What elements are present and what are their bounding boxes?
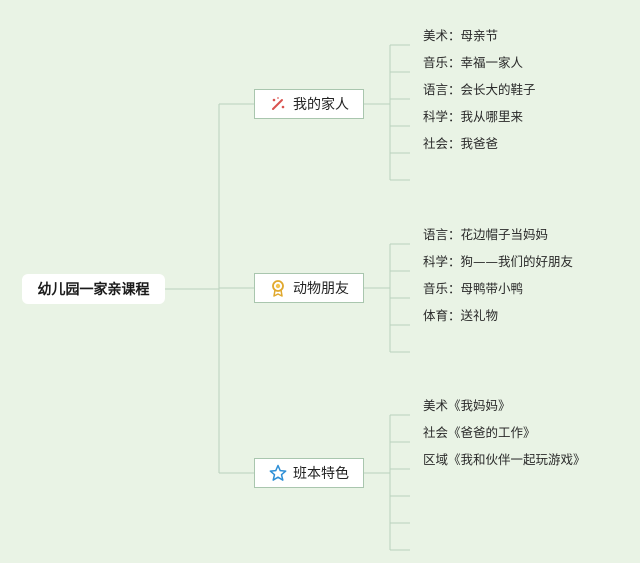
leaf-item[interactable]: 区域《我和伙伴一起玩游戏》 [423,452,586,467]
leaf-item[interactable]: 科学：我从哪里来 [423,109,524,124]
branch-node-family[interactable]: 我的家人 [254,89,364,119]
leaf-item[interactable]: 体育：送礼物 [423,308,499,323]
root-label: 幼儿园一家亲课程 [37,282,150,298]
leaf-item[interactable]: 音乐：母鸭带小鸭 [423,281,524,296]
leaf-item[interactable]: 科学：狗——我们的好朋友 [423,254,574,269]
branch-label: 班本特色 [293,466,349,482]
branch-label: 动物朋友 [293,281,349,297]
leaf-item[interactable]: 社会：我爸爸 [423,136,499,151]
branch-label: 我的家人 [293,97,349,113]
leaf-item[interactable]: 音乐：幸福一家人 [423,55,524,70]
root-node[interactable]: 幼儿园一家亲课程 [22,274,165,304]
branch-node-animals[interactable]: 动物朋友 [254,273,364,303]
star-icon [269,464,287,482]
leaf-item[interactable]: 美术《我妈妈》 [423,398,511,413]
leaf-item[interactable]: 社会《爸爸的工作》 [423,425,536,440]
branch-node-class-feature[interactable]: 班本特色 [254,458,364,488]
wand-icon [269,95,287,113]
leaf-item[interactable]: 语言：花边帽子当妈妈 [423,227,549,242]
leaf-item[interactable]: 美术：母亲节 [423,28,499,43]
medal-icon [269,279,287,297]
leaf-item[interactable]: 语言：会长大的鞋子 [423,82,536,97]
